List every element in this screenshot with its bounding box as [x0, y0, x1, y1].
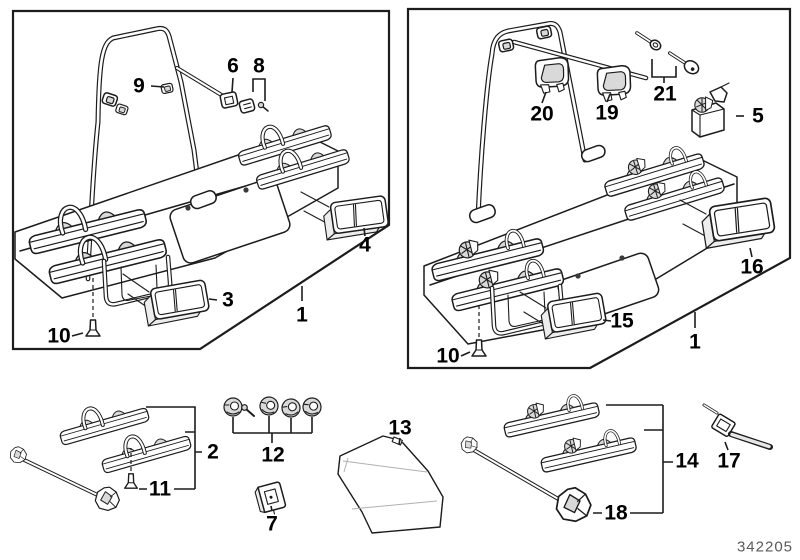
callout-part-6[interactable]: 6	[227, 54, 239, 78]
part-3-reflector	[141, 278, 212, 327]
part-11-pin	[124, 473, 138, 489]
callout-part-1-right[interactable]: 1	[689, 330, 701, 354]
part-14-rail	[500, 390, 600, 438]
part-17-strap	[702, 403, 773, 451]
part-8-clamp	[238, 98, 256, 114]
drawing-number: 342205	[736, 538, 794, 556]
panel-right-carrier-assembly	[406, 7, 792, 370]
callout-part-12[interactable]: 12	[261, 443, 285, 467]
callout-part-19[interactable]: 19	[595, 101, 619, 125]
part-19-frame-holder	[593, 62, 634, 105]
callout-part-15[interactable]: 15	[610, 309, 634, 333]
callout-part-2[interactable]: 2	[207, 440, 219, 464]
callout-part-17[interactable]: 17	[717, 449, 741, 473]
callout-part-13[interactable]: 13	[388, 416, 412, 440]
part-12-knob	[223, 397, 243, 417]
part-18-clamp	[552, 483, 595, 526]
callout-part-10-left[interactable]: 10	[47, 324, 71, 348]
panel-right-border	[406, 7, 792, 370]
part-7-clip	[254, 481, 287, 515]
callout-part-20[interactable]: 20	[530, 102, 554, 126]
callout-part-16[interactable]: 16	[740, 255, 764, 279]
part-10-pin	[85, 319, 101, 337]
callout-part-18[interactable]: 18	[604, 501, 628, 525]
part-4-reflector	[321, 194, 391, 241]
part-21-screw	[635, 31, 662, 51]
callout-part-9[interactable]: 9	[133, 74, 145, 98]
callout-part-3[interactable]: 3	[222, 288, 234, 312]
part-13-cover-plate	[337, 435, 444, 534]
part-12-knob	[280, 397, 302, 419]
callout-part-5[interactable]: 5	[752, 104, 764, 128]
part-14-rail	[537, 425, 637, 473]
callout-part-4[interactable]: 4	[359, 233, 371, 257]
part-21-key	[667, 51, 700, 75]
part-6-clamp	[219, 91, 239, 109]
callout-part-14[interactable]: 14	[675, 449, 699, 473]
callout-part-1-left[interactable]: 1	[296, 303, 308, 327]
part-12-knob	[301, 396, 323, 418]
callout-part-7[interactable]: 7	[266, 512, 278, 536]
callout-part-21[interactable]: 21	[653, 82, 677, 106]
part-5-holder-block	[691, 82, 730, 138]
part-12-knob	[257, 394, 281, 418]
panel-left-carrier-assembly	[11, 9, 391, 351]
panel-left-border	[11, 9, 391, 351]
callout-part-11[interactable]: 11	[148, 477, 172, 501]
part-20-frame-holder	[531, 54, 572, 97]
callout-part-10-right[interactable]: 10	[436, 344, 460, 368]
loose-parts-group	[8, 390, 773, 534]
callout-part-8[interactable]: 8	[253, 54, 265, 78]
part-9-clip	[160, 82, 175, 95]
